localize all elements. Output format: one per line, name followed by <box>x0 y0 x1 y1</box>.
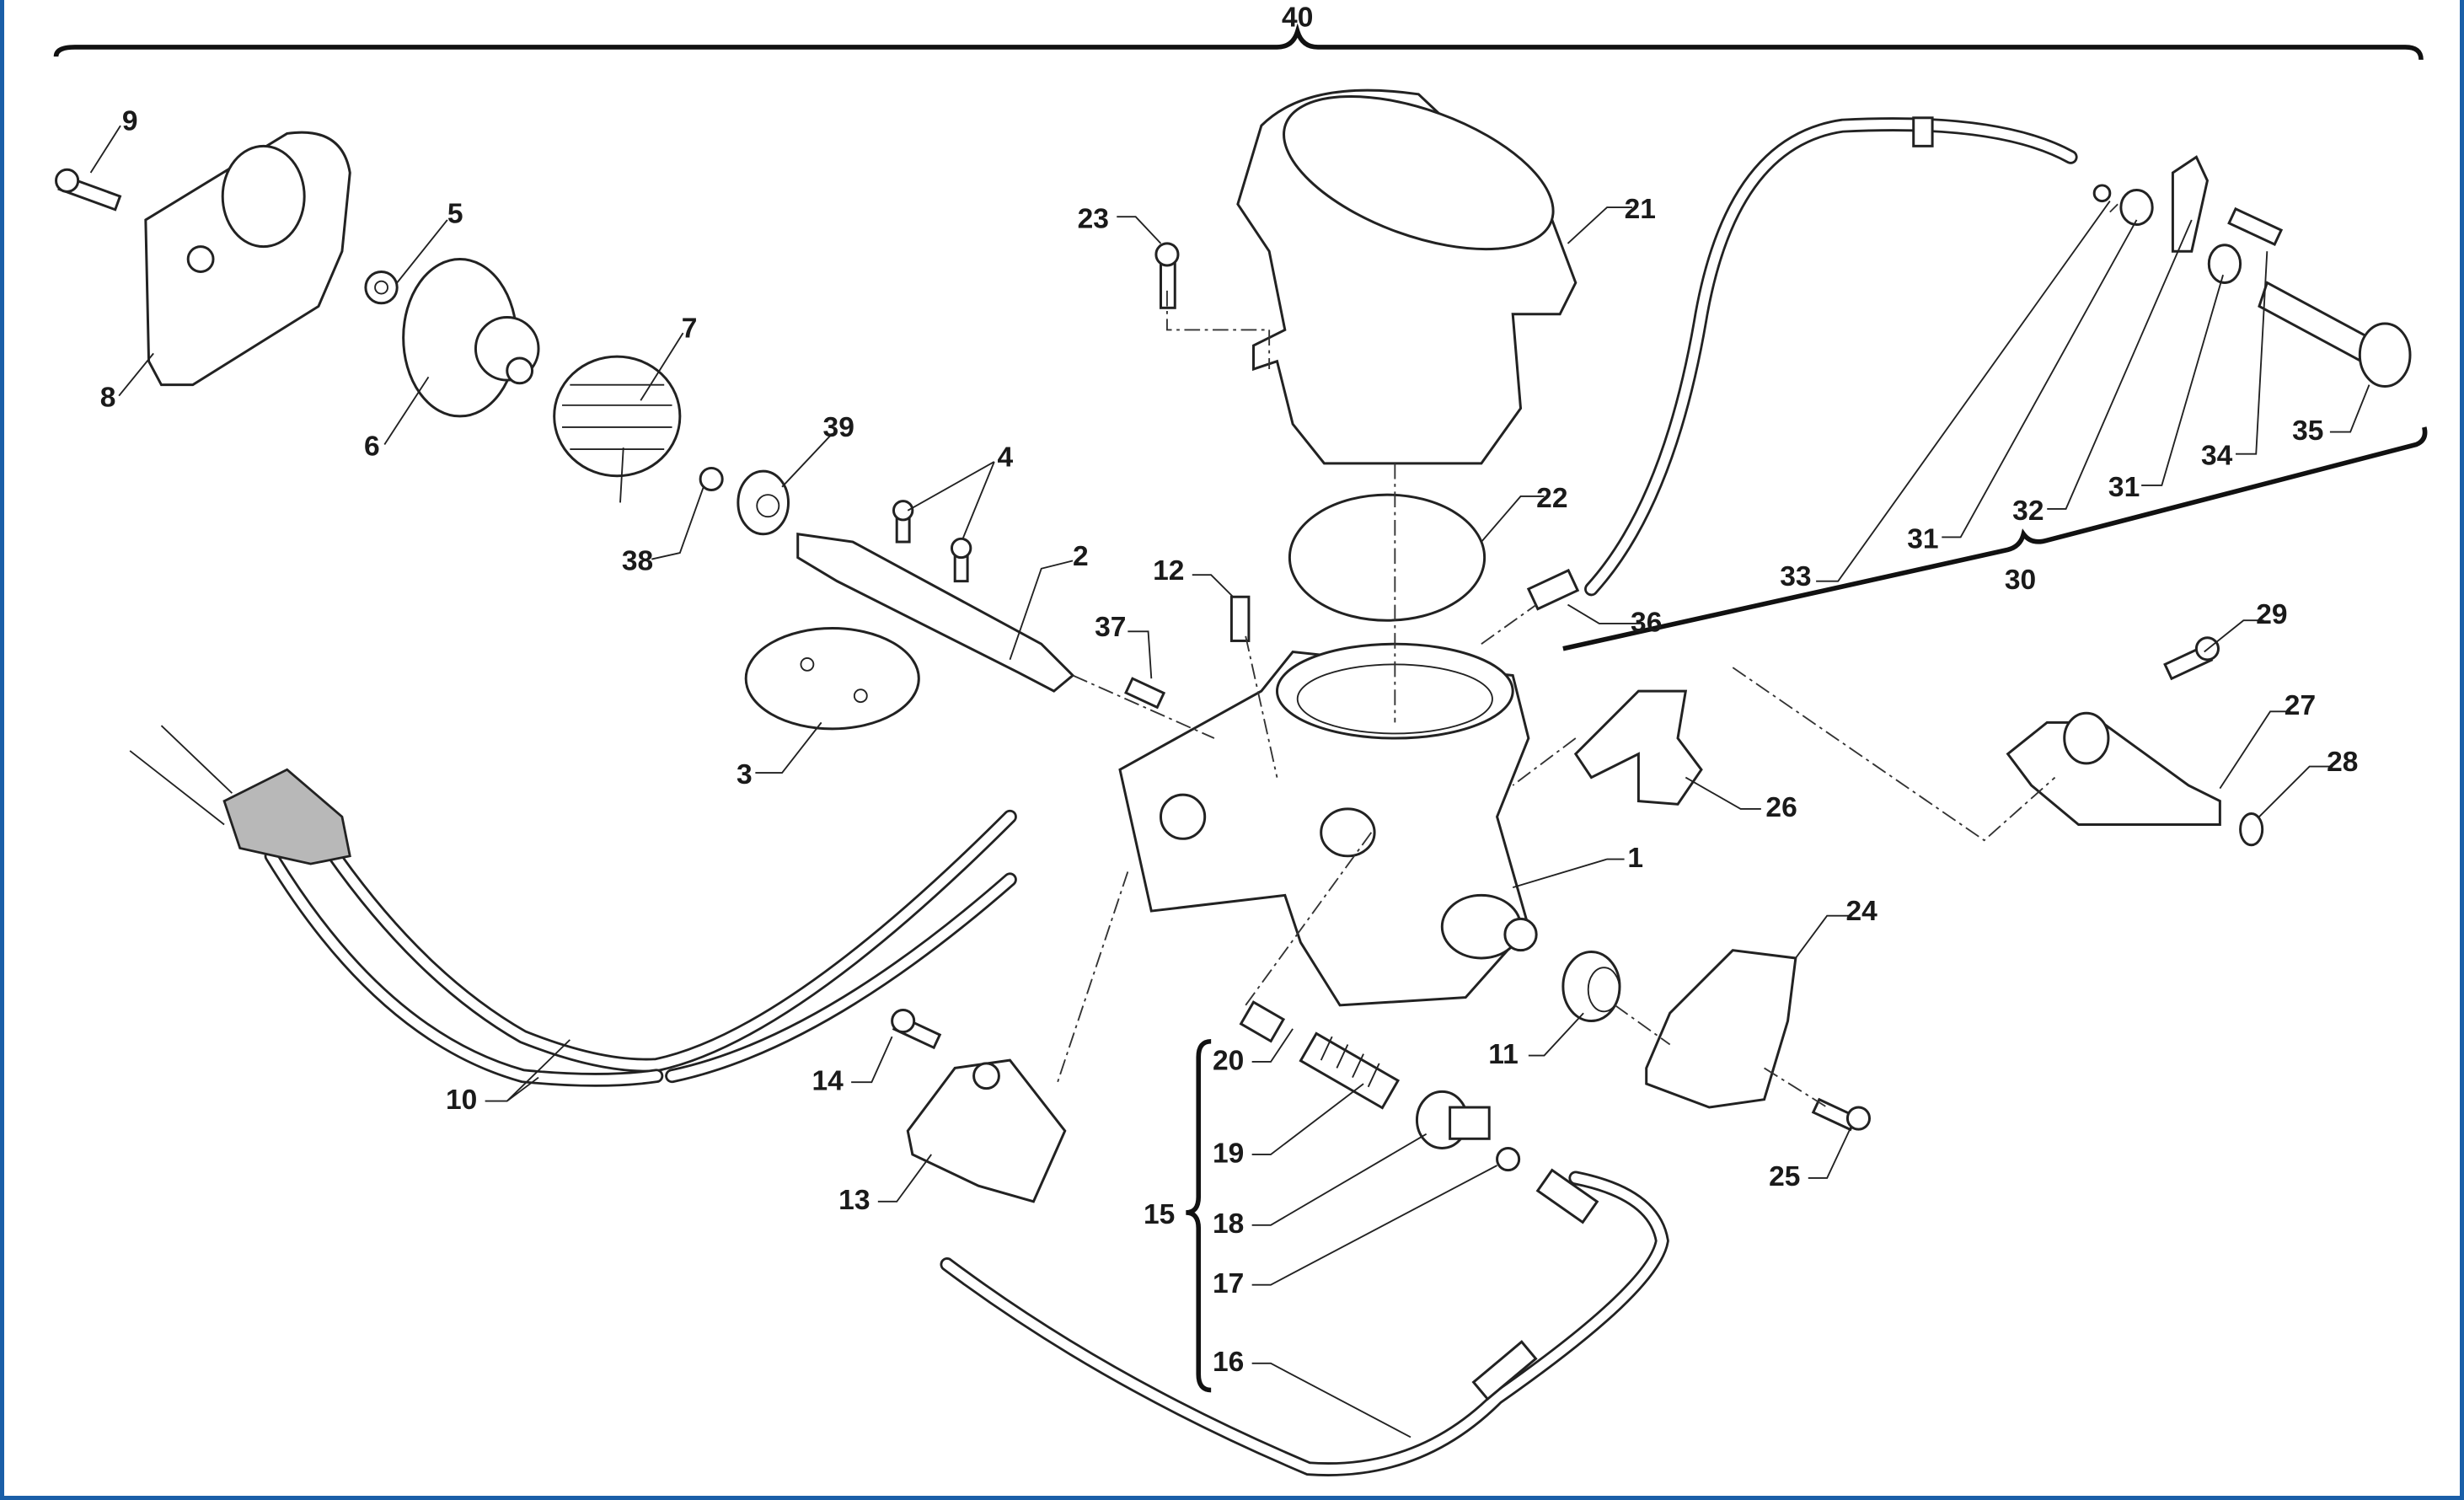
knob-part-35[interactable] <box>2258 281 2412 388</box>
o-ring-part-28[interactable] <box>2239 812 2264 847</box>
part-label-11: 11 <box>1488 1039 1518 1070</box>
screw-part-25[interactable] <box>1811 1097 1872 1132</box>
part-label-7: 7 <box>682 313 698 345</box>
screw-part-34[interactable] <box>2227 206 2284 246</box>
leader-lines <box>89 125 2370 1438</box>
clip-part-33[interactable] <box>2092 184 2112 203</box>
part-label-36: 36 <box>1631 607 1662 638</box>
fitting-part-18[interactable] <box>1415 1090 1491 1149</box>
bypass-cable-part-16[interactable] <box>940 1168 1669 1476</box>
part-label-6: 6 <box>364 431 380 463</box>
part-label-32: 32 <box>2012 496 2044 527</box>
cover-part-8[interactable] <box>144 131 351 387</box>
part-label-33: 33 <box>1780 561 1811 592</box>
part-label-31: 31 <box>2108 472 2140 503</box>
screw-part-9[interactable] <box>55 168 122 212</box>
assembly-brace-30 <box>1562 426 2428 651</box>
exploded-parts-diagram: 40 30 15 <box>53 3 2428 1476</box>
bracket-part-32[interactable] <box>2171 155 2210 253</box>
part-label-12: 12 <box>1153 555 1184 587</box>
part-label-22: 22 <box>1536 483 1567 514</box>
air-intake-part-21[interactable] <box>1236 66 1577 465</box>
part-label-14: 14 <box>812 1066 844 1097</box>
part-label-24: 24 <box>1846 896 1878 927</box>
screws-part-4[interactable] <box>892 500 972 583</box>
part-label-21: 21 <box>1625 194 1656 225</box>
part-label-4: 4 <box>998 442 1014 474</box>
part-label-9: 9 <box>122 106 138 137</box>
part-label-28: 28 <box>2327 747 2358 778</box>
throttle-plate-part-3[interactable] <box>744 627 920 731</box>
part-label-17: 17 <box>1213 1268 1244 1299</box>
bearing-part-39[interactable] <box>737 469 790 536</box>
screw-part-37[interactable] <box>1124 677 1166 710</box>
part-label-38: 38 <box>622 546 653 577</box>
nut-part-5[interactable] <box>364 270 399 305</box>
part-label-18: 18 <box>1213 1208 1244 1240</box>
sleeve-part-11[interactable] <box>1561 951 1621 1023</box>
washer-part-31[interactable] <box>2119 189 2154 227</box>
throttle-body-part-1[interactable] <box>1118 642 1538 1007</box>
washer-part-31b[interactable] <box>2207 244 2242 284</box>
part-label-5: 5 <box>447 199 463 230</box>
part-label-34: 34 <box>2201 441 2233 472</box>
part-label-1: 1 <box>1627 843 1643 874</box>
throttle-cables-part-10[interactable] <box>129 725 1017 1087</box>
injector-part-26[interactable] <box>1573 689 1703 806</box>
part-label-13: 13 <box>838 1185 870 1216</box>
centerline <box>1056 203 2119 1108</box>
screw-part-12[interactable] <box>1229 595 1251 642</box>
o-ring-part-17[interactable] <box>1496 1147 1521 1172</box>
spring-part-7[interactable] <box>553 355 682 503</box>
cap-part-6[interactable] <box>402 258 540 418</box>
screw-part-23[interactable] <box>1154 242 1180 309</box>
label-40: 40 <box>1282 3 1313 34</box>
circlip-part-38[interactable] <box>699 466 724 492</box>
assembly-brace-15 <box>1186 1038 1212 1393</box>
assembly-brace-40 <box>53 23 2424 61</box>
idle-hose[interactable] <box>1584 116 2078 597</box>
sensor-part-13[interactable] <box>906 1058 1067 1203</box>
part-label-39: 39 <box>823 412 854 443</box>
label-30: 30 <box>2005 565 2036 596</box>
part-label-20: 20 <box>1213 1045 1244 1076</box>
spring-part-19[interactable] <box>1299 1031 1401 1110</box>
part-label-37: 37 <box>1095 612 1126 643</box>
part-label-26: 26 <box>1765 792 1797 823</box>
part-label-27: 27 <box>2285 690 2316 721</box>
o-ring-part-22[interactable] <box>1288 493 1486 622</box>
spring-part-36[interactable] <box>1526 568 1580 611</box>
screw-part-14[interactable] <box>891 1008 942 1050</box>
part-label-16: 16 <box>1213 1347 1244 1378</box>
part-label-31: 31 <box>1907 523 1938 554</box>
part-label-23: 23 <box>1078 203 1109 234</box>
part-label-19: 19 <box>1213 1138 1244 1169</box>
part-label-3: 3 <box>737 759 753 790</box>
part-labels: 1234567891011121314161718192021222324252… <box>100 106 2359 1378</box>
part-label-25: 25 <box>1769 1161 1800 1192</box>
sensor-part-24[interactable] <box>1645 949 1797 1109</box>
part-label-10: 10 <box>446 1085 477 1116</box>
part-label-2: 2 <box>1073 541 1089 572</box>
part-label-35: 35 <box>2292 415 2323 447</box>
part-label-29: 29 <box>2256 599 2287 630</box>
valve-part-27[interactable] <box>2006 711 2221 827</box>
bypass-screw-part-20[interactable] <box>1239 1000 1286 1043</box>
screw-part-29[interactable] <box>2163 636 2220 681</box>
label-15: 15 <box>1144 1199 1175 1230</box>
part-label-8: 8 <box>100 383 116 414</box>
shaft-part-2[interactable] <box>796 532 1075 693</box>
